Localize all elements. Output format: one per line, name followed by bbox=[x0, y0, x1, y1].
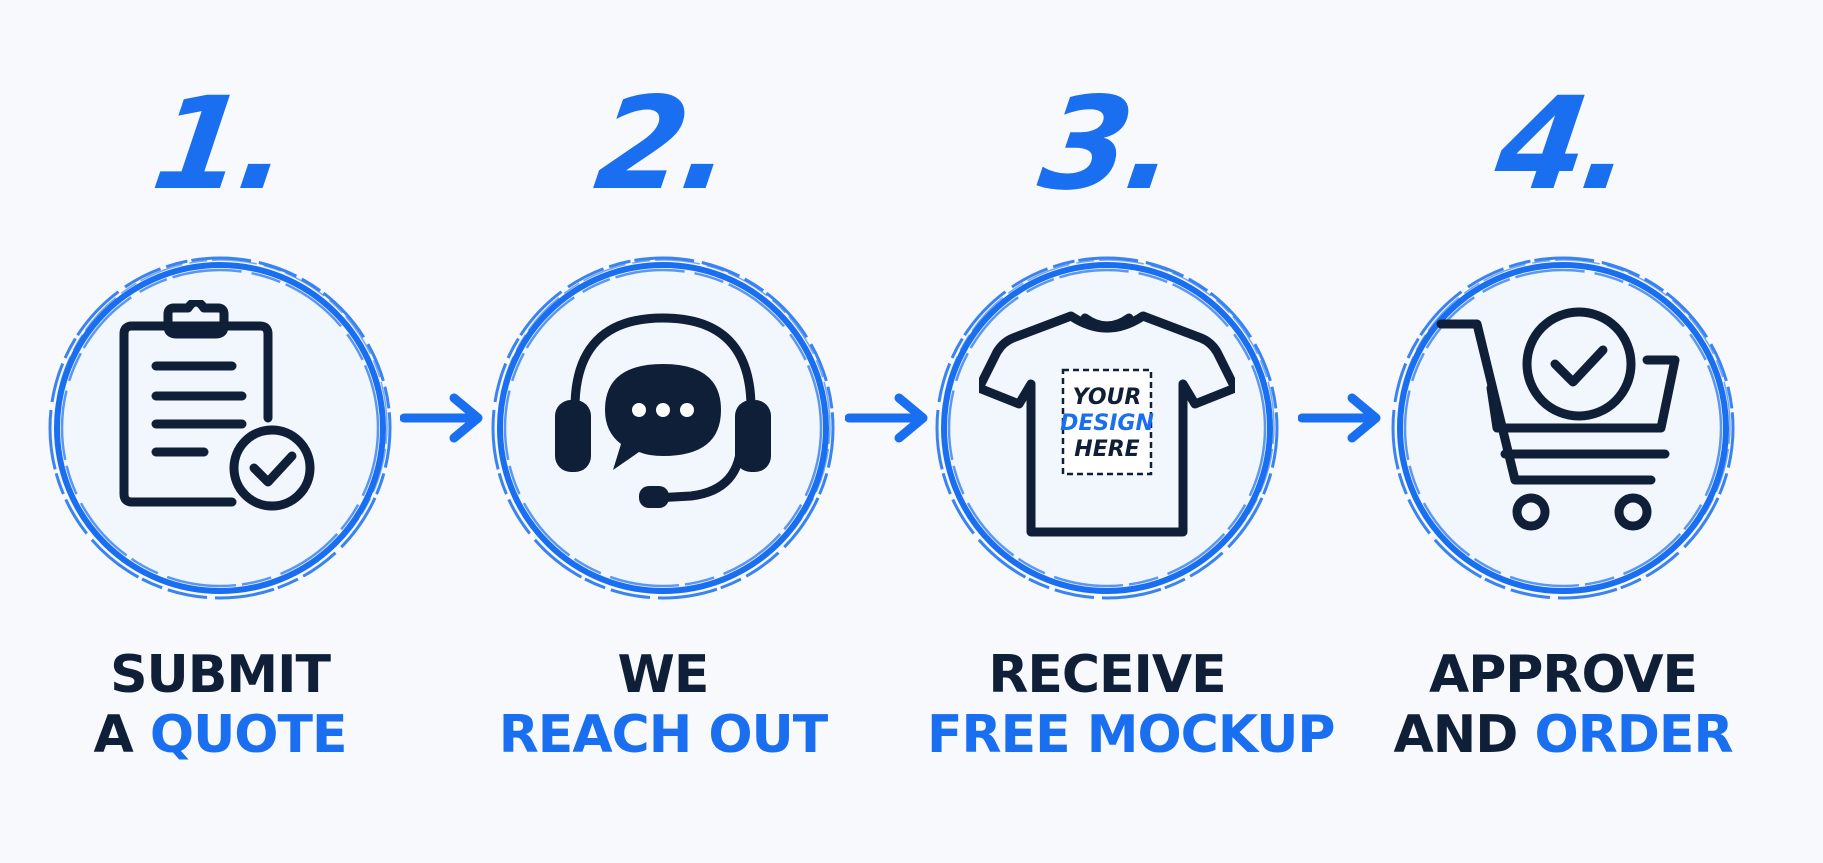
step-2: 2. WE REACH OUT bbox=[483, 0, 843, 863]
step-number: 3. bbox=[1031, 70, 1183, 219]
caption-line-2: FREE MOCKUP bbox=[927, 705, 1336, 765]
step-number: 1. bbox=[144, 70, 296, 219]
clipboard-check-icon bbox=[119, 300, 315, 511]
caption-highlight: FREE MOCKUP bbox=[927, 705, 1336, 765]
step-4: 4. APPROVE AND ORDER bbox=[1383, 0, 1743, 863]
step-caption: RECEIVE FREE MOCKUP bbox=[927, 645, 1336, 765]
step-3: 3. YOUR DESIGN HERE RECEIVE FREE MOCKUP bbox=[927, 0, 1336, 863]
tshirt-text-line-2: DESIGN bbox=[1060, 411, 1154, 436]
tshirt-text-line-1: YOUR bbox=[1073, 385, 1142, 410]
caption-line-2: AND ORDER bbox=[1383, 705, 1743, 765]
tshirt-icon: YOUR DESIGN HERE bbox=[979, 311, 1235, 537]
caption-line-1: APPROVE bbox=[1428, 645, 1698, 705]
step-number: 4. bbox=[1487, 70, 1639, 219]
step-1: 1. SUBMIT A QUOTE bbox=[40, 0, 400, 863]
caption-line-1: RECEIVE bbox=[988, 645, 1226, 705]
cart-check-icon bbox=[1436, 307, 1680, 531]
caption-highlight: QUOTE bbox=[149, 705, 348, 765]
arrow-right-icon bbox=[400, 390, 490, 446]
caption-line-1: SUBMIT bbox=[110, 645, 331, 705]
arrow-right-icon bbox=[845, 390, 935, 446]
step-caption: APPROVE AND ORDER bbox=[1383, 645, 1743, 765]
caption-line-2: A QUOTE bbox=[40, 705, 400, 765]
headset-chat-icon bbox=[555, 313, 771, 508]
caption-line-1: WE bbox=[617, 645, 710, 705]
step-caption: SUBMIT A QUOTE bbox=[40, 645, 400, 765]
caption-line-2: REACH OUT bbox=[483, 705, 843, 765]
step-caption: WE REACH OUT bbox=[483, 645, 843, 765]
arrow-right-icon bbox=[1298, 390, 1388, 446]
caption-highlight: ORDER bbox=[1534, 705, 1734, 765]
tshirt-text-line-3: HERE bbox=[1074, 437, 1139, 462]
caption-dark-part: AND bbox=[1393, 705, 1535, 765]
step-number: 2. bbox=[587, 70, 739, 219]
caption-dark-part: A bbox=[93, 705, 150, 765]
caption-highlight: REACH OUT bbox=[498, 705, 828, 765]
